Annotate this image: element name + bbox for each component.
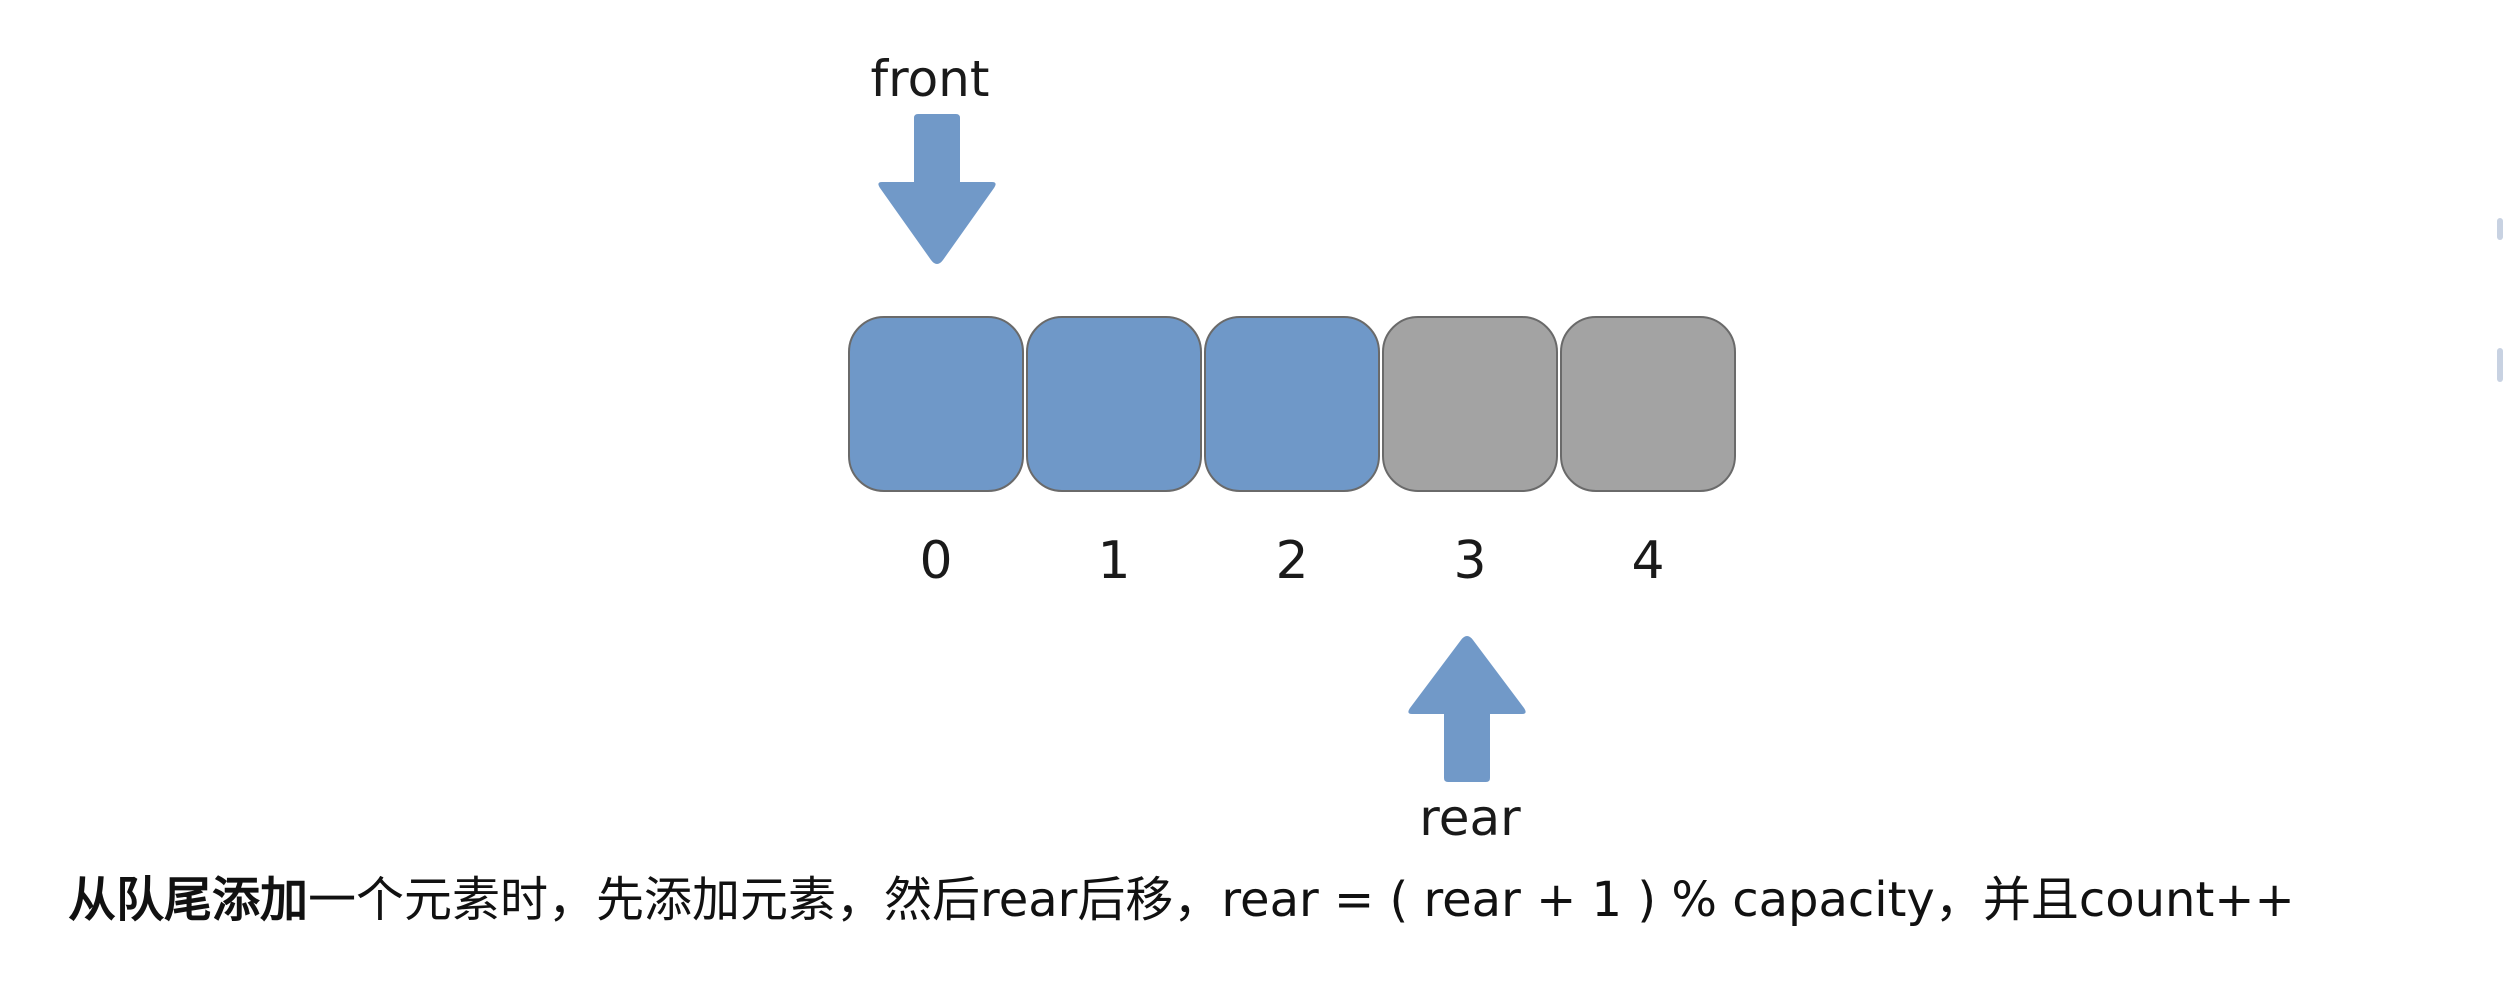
index-label-3: 3 [1453,531,1487,591]
index-label-2: 2 [1275,531,1309,591]
queue-cell-4 [1560,316,1736,492]
queue-cell-3 [1382,316,1558,492]
caption-text: 从队尾添加一个元素时，先添加元素，然后rear后移，rear = ( rear … [68,872,2295,930]
index-label-1: 1 [1097,531,1131,591]
edge-mark-top [2497,218,2503,240]
rear-label: rear [1419,789,1521,847]
edge-mark-bottom [2497,348,2503,382]
index-label-4: 4 [1631,531,1665,591]
rear-arrow-icon [1408,636,1526,782]
caption-bold: 从队尾添加 [68,872,309,928]
queue-cell-1 [1026,316,1202,492]
queue-cell-2 [1204,316,1380,492]
rear-arrow-shape [1408,636,1526,782]
queue-cell-0 [848,316,1024,492]
queue-array [848,316,1736,492]
front-arrow-shape [878,114,996,264]
front-label: front [870,50,990,108]
index-label-0: 0 [919,531,953,591]
front-arrow-icon [878,114,996,264]
caption-rest: 一个元素时，先添加元素，然后rear后移，rear = ( rear + 1 )… [308,872,2295,928]
